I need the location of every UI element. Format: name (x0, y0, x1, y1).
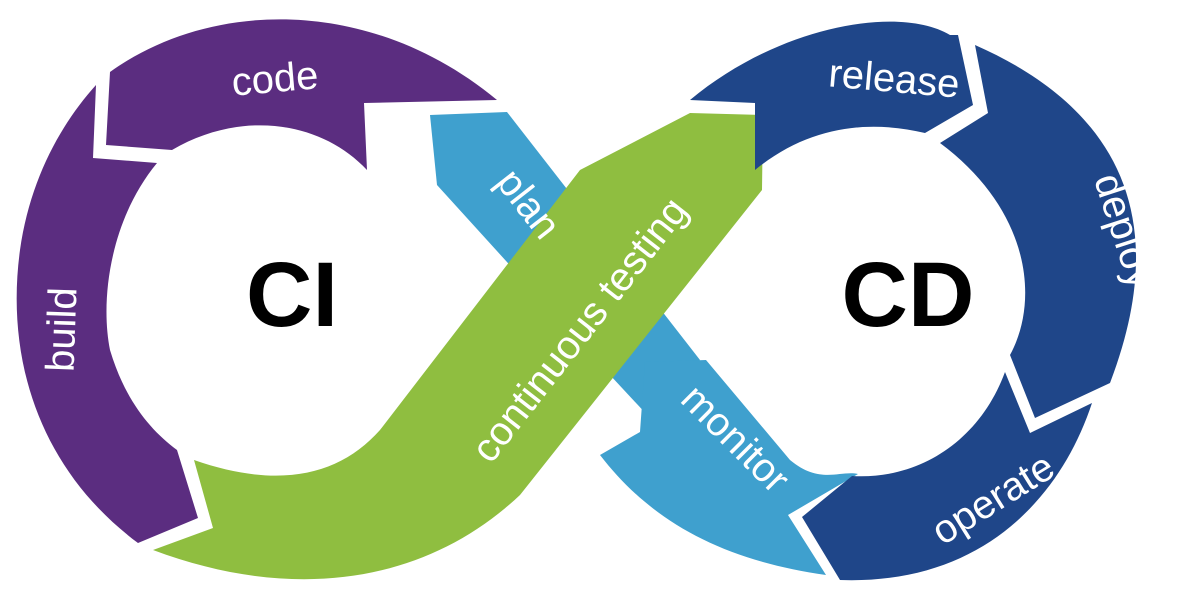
build-segment (16, 85, 199, 543)
continuous-testing-segment (153, 113, 763, 580)
code-label: code (230, 53, 320, 104)
cd-label: CD (842, 244, 975, 346)
code-segment (106, 19, 497, 170)
release-segment (690, 21, 973, 170)
deploy-segment (940, 45, 1137, 418)
build-label: build (39, 287, 86, 373)
ci-label: CI (246, 244, 338, 346)
operate-segment (802, 372, 1092, 581)
monitor-segment (600, 360, 858, 575)
